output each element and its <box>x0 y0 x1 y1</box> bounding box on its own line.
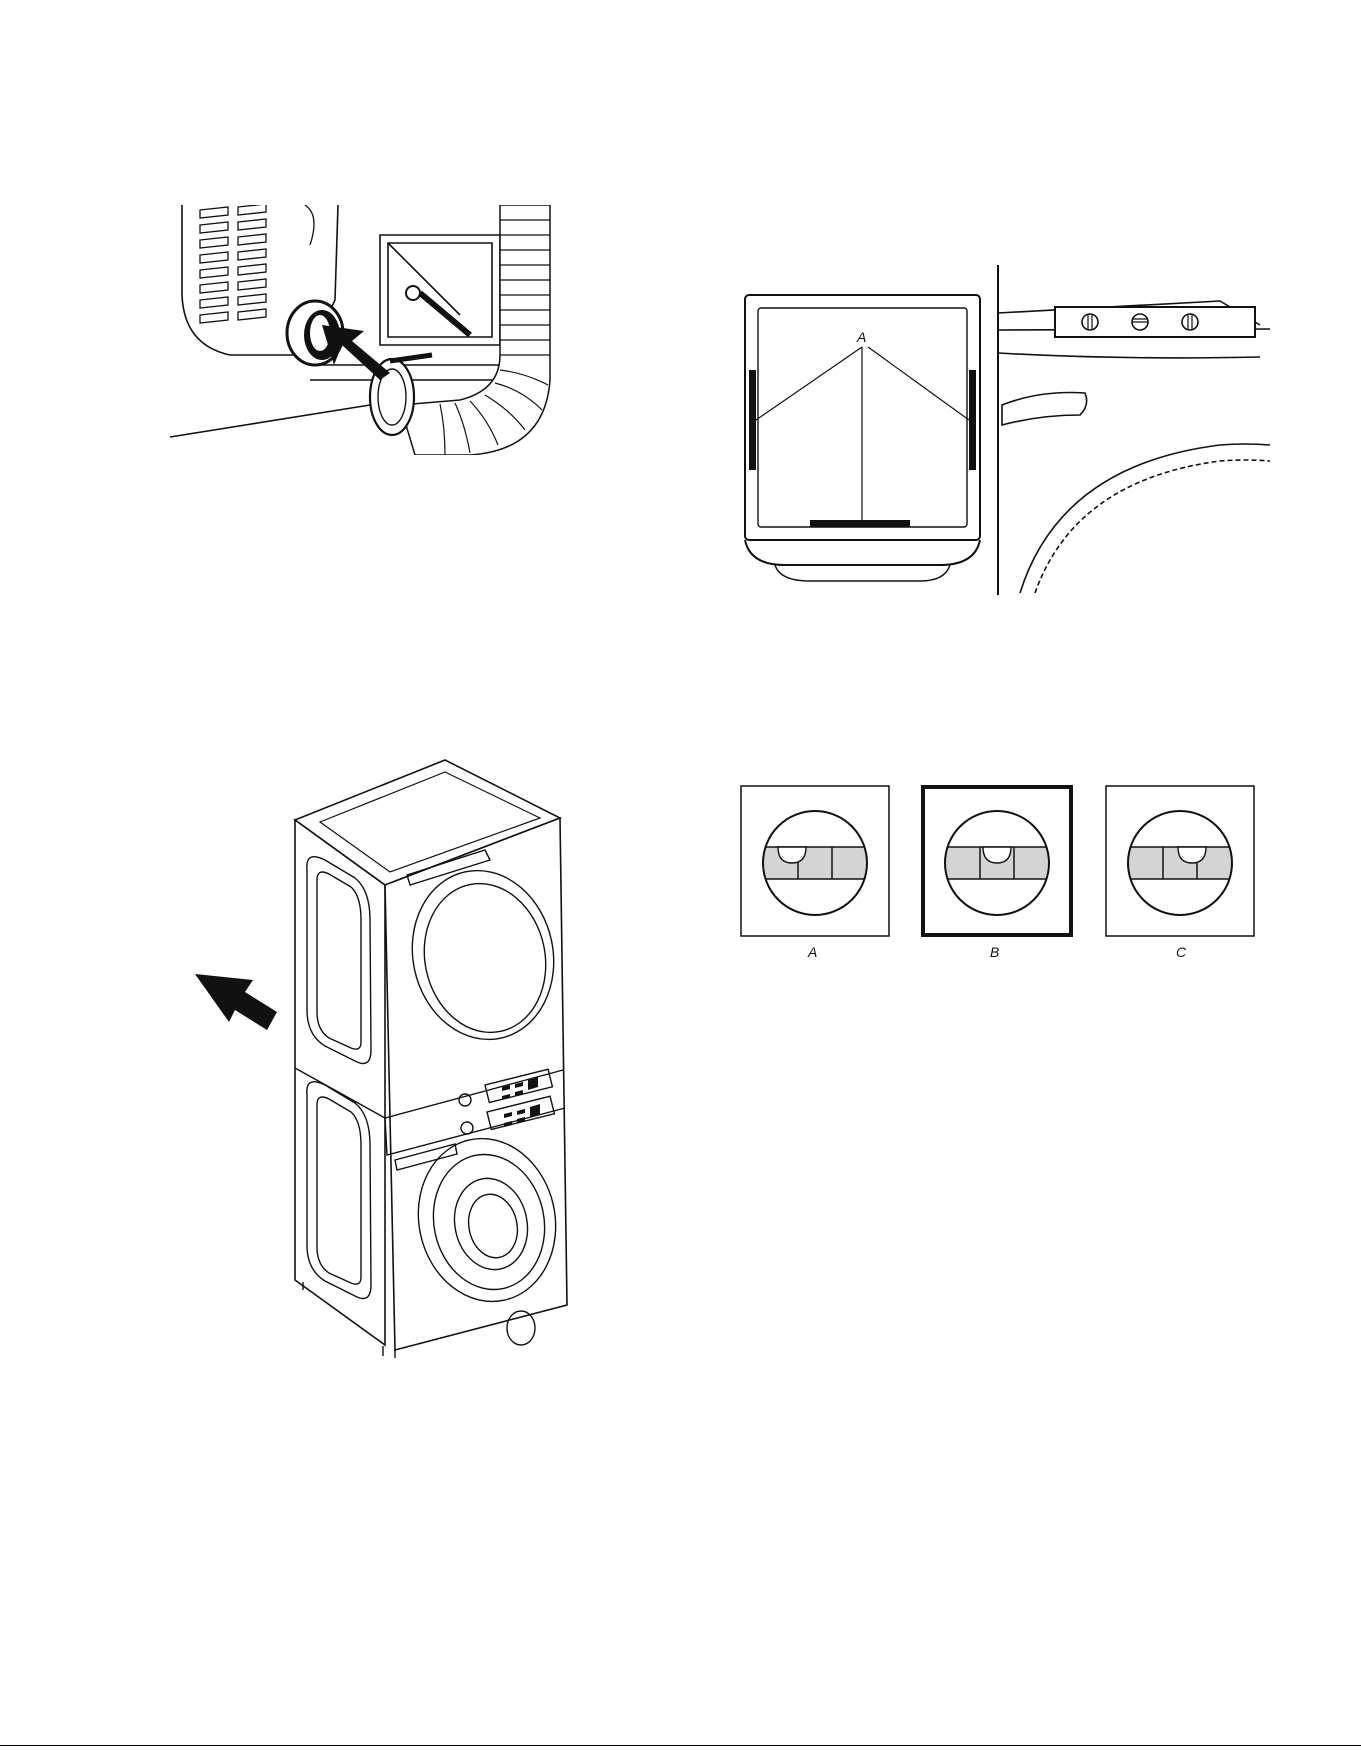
panel-a-label: A <box>807 944 817 960</box>
callout-a-label: A <box>856 329 866 345</box>
level-check-illustration: A <box>740 265 1275 595</box>
bubble-panel-a: A <box>741 786 889 960</box>
vent-connection-illustration <box>170 205 615 455</box>
bubble-panel-b: B <box>923 787 1071 960</box>
page-bottom-rule <box>0 1745 1361 1746</box>
stacked-units-illustration <box>195 750 595 1380</box>
level-position-front <box>810 520 910 527</box>
panel-b-label: B <box>990 944 999 960</box>
panel-c-label: C <box>1176 944 1187 960</box>
level-position-right <box>969 370 976 470</box>
bubble-panel-c: C <box>1106 786 1254 960</box>
level-position-left <box>749 370 756 470</box>
level-bubble-readings: A B C <box>740 785 1275 975</box>
push-direction-arrow <box>195 974 277 1030</box>
